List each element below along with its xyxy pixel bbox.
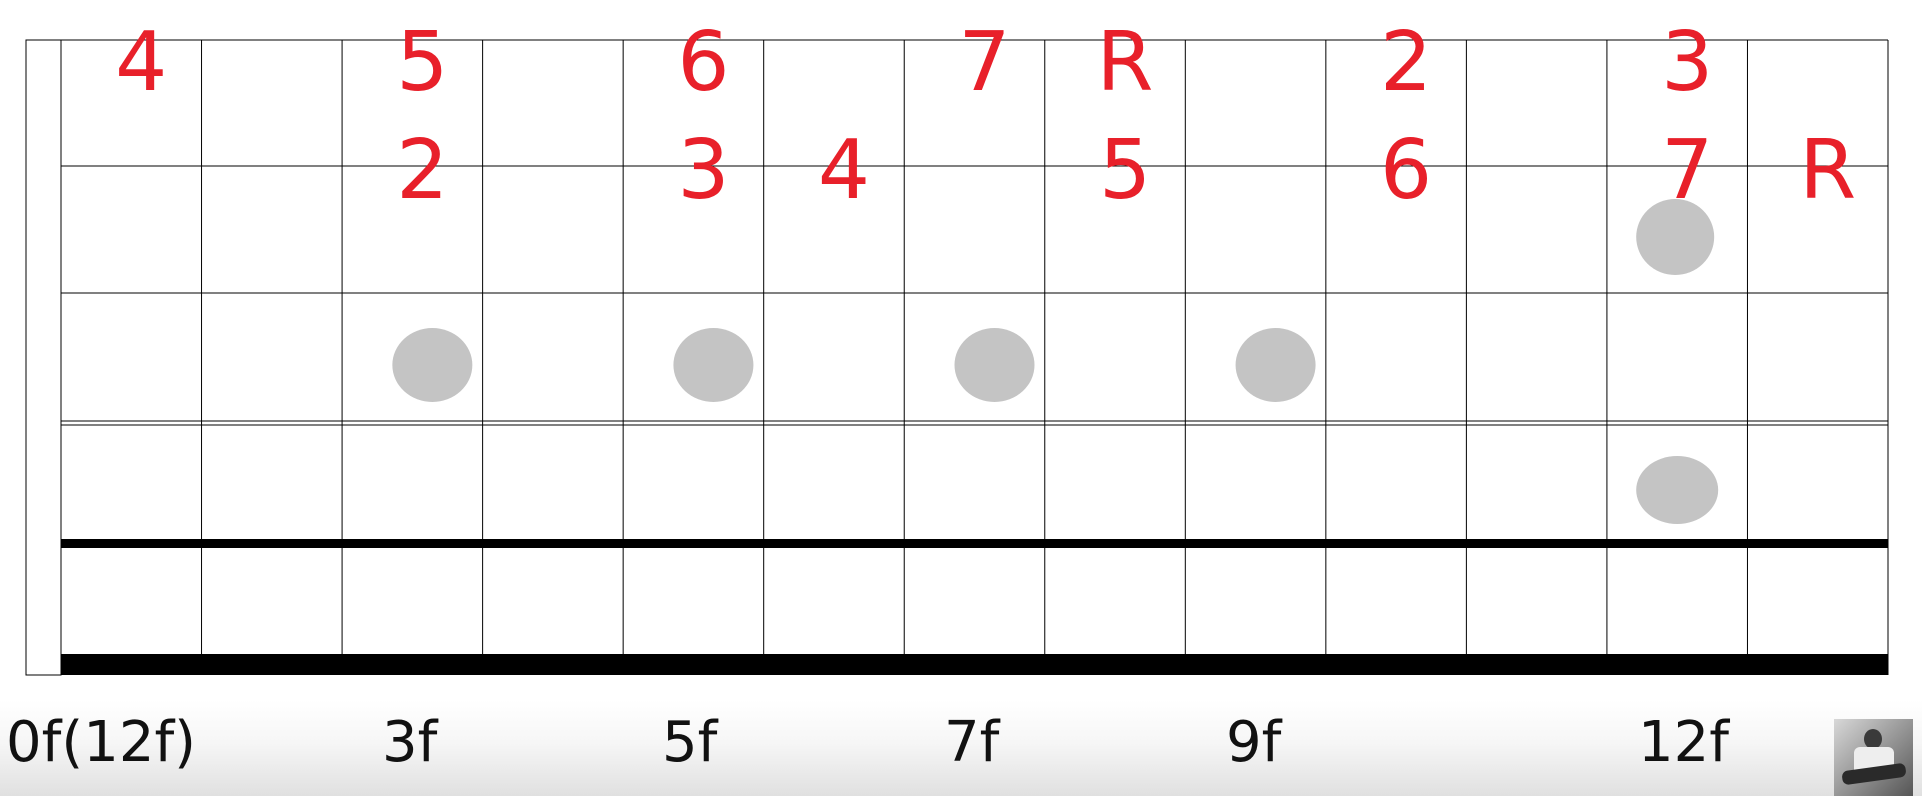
- inlay-marker-fret-12-upper: [1636, 199, 1715, 275]
- inlay-marker-fret-12-lower: [1636, 456, 1719, 524]
- guitarist-avatar-icon[interactable]: [1834, 719, 1913, 796]
- fret-number-bar: 0f(12f) 3f 5f 7f 9f 12f: [0, 700, 1922, 796]
- inlay-marker-fret-3: [392, 328, 473, 402]
- fret-label-3: 3f: [382, 710, 438, 775]
- scale-degree-2-string2-cell2: 2: [396, 123, 448, 218]
- inlay-marker-fret-7: [954, 328, 1035, 402]
- scale-degree-3-string2-cell4: 3: [677, 123, 729, 218]
- scale-degree-6-string1-cell4: 6: [677, 15, 729, 110]
- scale-degree-5-string1-cell2: 5: [396, 15, 448, 110]
- fret-label-0: 0f(12f): [6, 710, 197, 775]
- scale-degree-R-string2-cell12: R: [1799, 123, 1856, 218]
- string-line-5-thick: [61, 539, 1888, 548]
- fret-label-7: 7f: [944, 710, 1000, 775]
- scale-degree-R-string1-cell7: R: [1097, 15, 1154, 110]
- scale-degree-4-string2-cell5: 4: [818, 123, 870, 218]
- string-line-6-bold: [61, 654, 1888, 675]
- scale-degree-6-string2-cell9: 6: [1380, 123, 1432, 218]
- scale-degree-3-string1-cell11: 3: [1661, 15, 1713, 110]
- nut: [25, 39, 62, 676]
- scale-degree-7-string1-cell6: 7: [958, 15, 1010, 110]
- fret-label-12: 12f: [1638, 710, 1729, 775]
- scale-degree-4-string1-cell0: 4: [115, 15, 167, 110]
- fret-label-5: 5f: [662, 710, 718, 775]
- scale-degree-7-string2-cell11: 7: [1661, 123, 1713, 218]
- scale-degree-2-string1-cell9: 2: [1380, 15, 1432, 110]
- inlay-marker-fret-5: [673, 328, 754, 402]
- inlay-marker-fret-9: [1235, 328, 1316, 402]
- scale-degree-5-string2-cell7: 5: [1099, 123, 1151, 218]
- fret-label-9: 9f: [1226, 710, 1282, 775]
